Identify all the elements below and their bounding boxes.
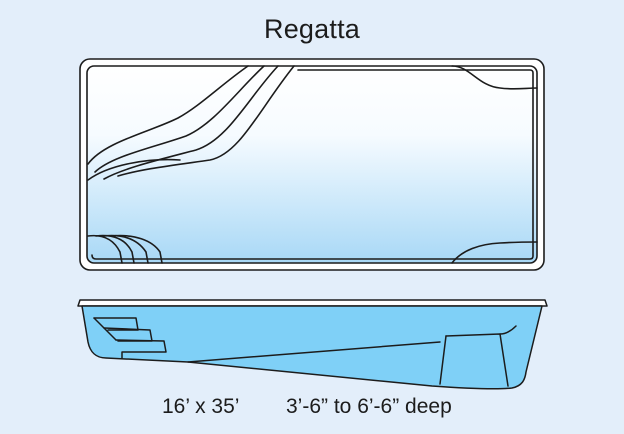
pool-size-label: 16’ x 35’ — [162, 395, 240, 418]
pool-depth-label: 3’-6” to 6’-6” deep — [286, 395, 452, 418]
side-pool-shell — [81, 305, 543, 390]
pool-inner-ledge — [91, 69, 534, 260]
pool-model-title: Regatta — [264, 14, 360, 44]
entry-steps-curved — [87, 65, 295, 181]
side-floor-slope — [187, 341, 441, 363]
side-coping-rim — [77, 299, 548, 307]
side-deep-bench — [439, 325, 517, 387]
pool-top-view — [79, 58, 545, 271]
pool-water-surface — [86, 65, 538, 264]
pool-side-profile — [77, 299, 548, 390]
corner-bench-top-right — [451, 65, 538, 90]
side-steps — [93, 317, 167, 359]
entry-steps-bottom-left — [87, 234, 163, 264]
corner-bench-bottom-right — [451, 241, 538, 264]
